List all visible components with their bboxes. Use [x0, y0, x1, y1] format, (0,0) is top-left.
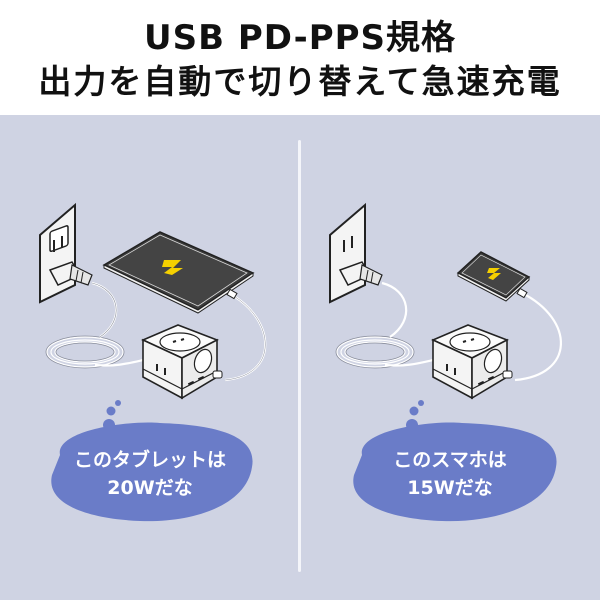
coiled-cable-icon — [46, 336, 124, 368]
title-line-2: 出力を自動で切り替えて急速充電 — [38, 62, 562, 101]
power-cube-icon — [141, 324, 223, 400]
power-cube-icon — [431, 324, 513, 400]
lightning-bolt-icon — [162, 260, 183, 275]
tablet-charging-illustration — [39, 202, 267, 400]
bubble-text-line2: 20Wだな — [107, 477, 193, 499]
lightning-bolt-icon — [487, 268, 501, 280]
bubble-text-line2: 15Wだな — [407, 477, 493, 499]
panel-tablet: このタブレットは 20Wだな — [0, 115, 300, 600]
speech-bubble: このスマホは 15Wだな — [300, 395, 600, 535]
plug-icon — [48, 261, 93, 286]
speech-bubble: このタブレットは 20Wだな — [0, 395, 300, 535]
smartphone-icon — [456, 251, 531, 302]
bubble-text-line1: このスマホは — [393, 449, 507, 471]
thought-bubble-icon — [353, 400, 557, 522]
panel-divider — [298, 140, 301, 572]
thought-bubble-icon — [51, 400, 253, 522]
panel-smartphone: このスマホは 15Wだな — [300, 115, 600, 600]
header: USB PD-PPS規格 出力を自動で切り替えて急速充電 — [0, 0, 600, 115]
title-line-1: USB PD-PPS規格 — [143, 18, 457, 58]
wall-outlet-icon — [329, 202, 366, 304]
plug-icon — [338, 261, 383, 286]
tablet-icon — [102, 231, 255, 314]
wall-outlet-icon — [39, 202, 76, 304]
smartphone-charging-illustration — [329, 202, 562, 400]
bubble-text-line1: このタブレットは — [73, 449, 226, 471]
